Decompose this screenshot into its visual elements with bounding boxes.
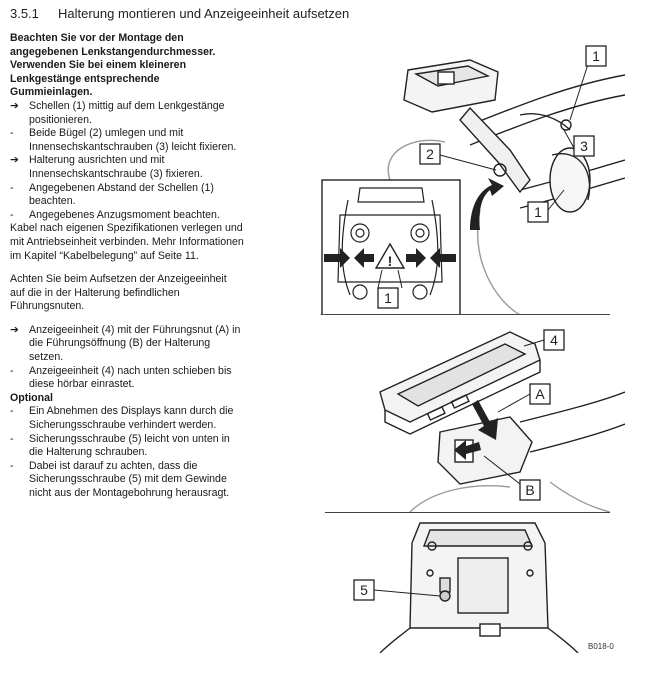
arrow-bullet-icon: ➔ — [10, 323, 19, 336]
display-attach-illustration: 4 A B — [379, 329, 625, 512]
list-item: ➔Halterung ausrichten und mit Innensechs… — [10, 154, 203, 180]
callout-label-a: A — [535, 386, 545, 402]
list-item: -Ein Abnehmen des Displays kann durch di… — [10, 405, 234, 432]
list-item: -Anzeigeeinheit (4) nach unten schieben … — [10, 364, 232, 391]
dash-bullet: - — [10, 364, 14, 377]
arrow-bullet-icon: ➔ — [10, 154, 19, 167]
section-title: Halterung montieren und Anzeigeeinheit a… — [58, 6, 350, 21]
cable-note: Kabel nach eigenen Spezifikationen verle… — [10, 222, 244, 262]
dash-bullet: - — [10, 459, 14, 472]
dash-bullet: - — [10, 127, 14, 140]
list-item: -Dabei ist darauf zu achten, dass die Si… — [10, 459, 230, 499]
bracket-mount-illustration: ! 1 1 2 3 1 — [320, 45, 625, 315]
callout-label-1: 1 — [384, 290, 392, 306]
list-item: ➔Schellen (1) mittig auf dem Lenkgestäng… — [10, 99, 225, 126]
figure-divider — [325, 314, 610, 315]
callout-label-4: 4 — [550, 332, 558, 348]
list-item: -Sicherungsschraube (5) leicht von unten… — [10, 432, 230, 459]
optional-steps: -Ein Abnehmen des Displays kann durch di… — [10, 405, 244, 500]
optional-heading: Optional — [10, 391, 53, 404]
securing-screw-illustration: 5 — [353, 522, 579, 653]
list-item: -Beide Bügel (2) umlegen und mit Innense… — [10, 127, 237, 153]
intro-diameter: Beachten Sie vor der Montage den angegeb… — [10, 32, 216, 58]
callout-label-1: 1 — [534, 204, 542, 220]
callout-label-b: B — [525, 482, 534, 498]
list-item: -Angegebenes Anzugsmoment beachten. — [10, 208, 220, 221]
dash-bullet: - — [10, 432, 14, 445]
figure-divider — [325, 512, 610, 513]
section-heading: 3.5.1 Halterung montieren und Anzeigeeinh… — [10, 6, 349, 21]
dash-bullet: - — [10, 208, 14, 221]
intro-rubber-inserts: Verwenden Sie bei einem kleineren Lenkge… — [10, 59, 187, 99]
callout-label-3: 3 — [580, 138, 588, 154]
callout-label-2: 2 — [426, 146, 434, 162]
figure-code: B018-0 — [588, 642, 614, 651]
arrow-bullet-icon: ➔ — [10, 99, 19, 112]
instruction-text: Beachten Sie vor der Montage den angegeb… — [10, 32, 244, 501]
mounting-steps: ➔Schellen (1) mittig auf dem Lenkgestäng… — [10, 100, 244, 222]
list-item: -Angegebenen Abstand der Schellen (1) be… — [10, 181, 214, 208]
callout-label-5: 5 — [360, 582, 368, 598]
dash-bullet: - — [10, 405, 14, 418]
callout-label-1: 1 — [592, 48, 600, 64]
display-steps: ➔Anzeigeeinheit (4) mit der Führungsnut … — [10, 324, 244, 392]
display-note: Achten Sie beim Aufsetzen der Anzeigeein… — [10, 273, 227, 313]
section-number: 3.5.1 — [10, 6, 39, 21]
warning-icon: ! — [388, 253, 393, 269]
dash-bullet: - — [10, 181, 14, 194]
list-item: ➔Anzeigeeinheit (4) mit der Führungsnut … — [10, 323, 241, 364]
